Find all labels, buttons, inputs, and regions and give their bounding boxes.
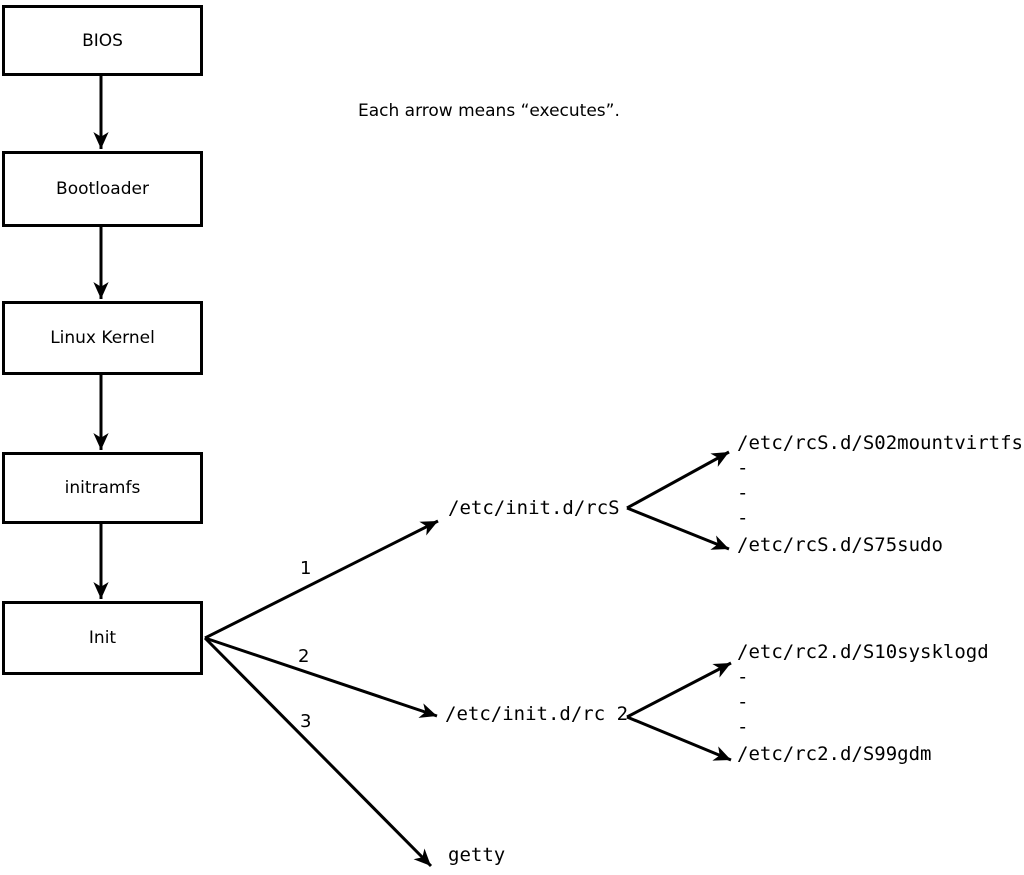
branch-number-3: 3 <box>300 711 312 732</box>
label-rc2d-ellipsis-1: - <box>737 666 749 688</box>
label-rcsd-s75sudo: /etc/rcS.d/S75sudo <box>737 534 943 556</box>
label-rcsd-s02mountvirtfs: /etc/rcS.d/S02mountvirtfs <box>737 432 1023 454</box>
arrow-rc2-to-s10sysklogd <box>626 661 732 719</box>
label-rcsd-ellipsis-1: - <box>737 457 749 479</box>
box-initramfs: initramfs <box>2 452 203 524</box>
label-rc2d-s10sysklogd: /etc/rc2.d/S10sysklogd <box>737 641 989 663</box>
arrow-rcs-to-s02mountvirtfs <box>626 450 730 510</box>
label-rc2d-ellipsis-2: - <box>737 691 749 713</box>
box-init: Init <box>2 601 203 675</box>
branch-number-2: 2 <box>298 646 310 667</box>
label-rc2d-ellipsis-3: - <box>737 716 749 738</box>
branch-number-1: 1 <box>300 558 312 579</box>
arrow-init-to-rcs <box>204 519 439 640</box>
box-bootloader: Bootloader <box>2 151 203 227</box>
box-linux-kernel: Linux Kernel <box>2 301 203 375</box>
arrow-rcs-to-s75sudo <box>626 506 730 551</box>
label-etc-initd-rc2: /etc/init.d/rc 2 <box>445 703 629 725</box>
arrow-init-to-rc2 <box>204 636 438 718</box>
label-getty: getty <box>448 844 506 866</box>
label-rcsd-ellipsis-2: - <box>737 482 749 504</box>
arrow-init-to-getty <box>203 636 433 868</box>
diagram-caption: Each arrow means “executes”. <box>358 101 620 121</box>
arrow-rc2-to-s99gdm <box>626 715 732 762</box>
label-rc2d-s99gdm: /etc/rc2.d/S99gdm <box>737 743 932 765</box>
box-bios: BIOS <box>2 5 203 76</box>
label-etc-initd-rcs: /etc/init.d/rcS <box>448 497 620 519</box>
label-rcsd-ellipsis-3: - <box>737 507 749 529</box>
